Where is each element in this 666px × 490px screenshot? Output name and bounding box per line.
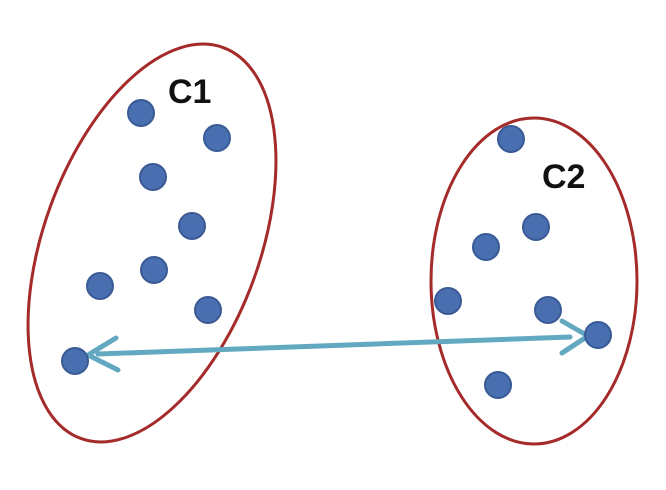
data-point: [139, 163, 167, 191]
distance-arrow-head-left: [85, 335, 121, 373]
data-point: [522, 213, 550, 241]
data-point: [86, 272, 114, 300]
data-point: [584, 321, 612, 349]
cluster-c2-label: C2: [542, 158, 585, 196]
cluster-c1-outline: [26, 42, 278, 444]
cluster-c2-outline: [429, 116, 639, 446]
distance-arrow-shaft: [95, 334, 573, 357]
data-point: [194, 296, 222, 324]
data-point: [61, 347, 89, 375]
data-point: [534, 296, 562, 324]
data-point: [484, 371, 512, 399]
cluster-c2-points: [434, 125, 612, 399]
distance-arrow: [85, 318, 591, 373]
data-point: [178, 212, 206, 240]
data-point: [140, 256, 168, 284]
data-point: [472, 233, 500, 261]
data-point: [497, 125, 525, 153]
cluster-c1-points: [61, 99, 231, 375]
data-point: [127, 99, 155, 127]
data-point: [434, 287, 462, 315]
cluster-c1-label: C1: [168, 73, 211, 111]
data-point: [203, 124, 231, 152]
